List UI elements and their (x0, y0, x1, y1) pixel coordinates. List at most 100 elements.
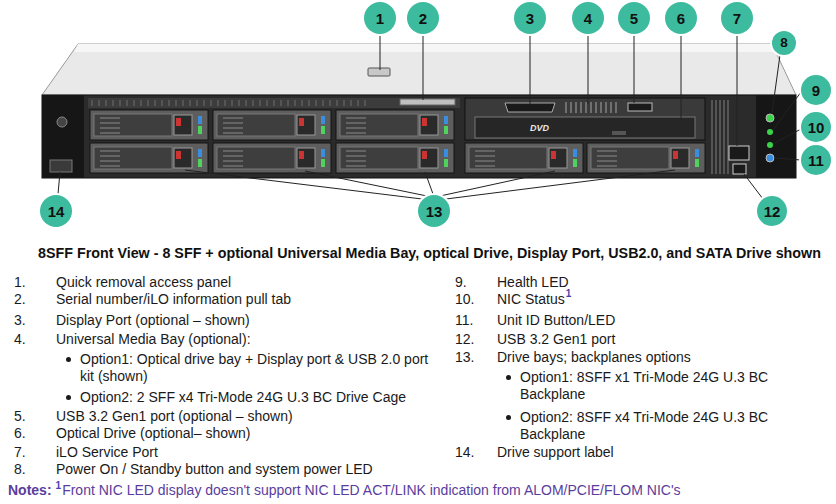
drive-vent (223, 123, 243, 124)
item-number: 8. (14, 461, 26, 478)
vent-slot (175, 100, 177, 106)
chassis-top (42, 44, 796, 95)
callout-circle: 13 (418, 195, 450, 227)
drive-latch (176, 118, 181, 126)
vent-slot (723, 100, 725, 174)
drive-vent (346, 133, 366, 134)
vent-strip (88, 98, 460, 108)
item-text: NIC Status (497, 291, 565, 308)
drive-led (321, 159, 325, 167)
drive-led (321, 116, 325, 124)
callout-number: 11 (808, 153, 824, 168)
vent-slot (182, 100, 184, 106)
vent-slot (565, 102, 567, 113)
callout-number: 7 (733, 11, 741, 26)
usb-port-front (733, 164, 746, 174)
vent-slot (350, 100, 352, 106)
vent-slot (280, 100, 282, 106)
drive-vent (346, 123, 366, 124)
drive-vent (346, 151, 366, 152)
callout-number: 12 (764, 204, 781, 219)
footnote-mark: 1 (566, 288, 572, 299)
drive-led (198, 149, 202, 157)
vent-slot (266, 100, 268, 106)
option-text: Option2: 8SFF x4 Tri-Mode 24G U.3 BC Bac… (520, 409, 790, 443)
item-number: 13. (455, 349, 474, 366)
callout-circle: 7 (721, 2, 753, 34)
vent-slot (336, 100, 338, 106)
vent-slot (364, 100, 366, 106)
ilo-port (729, 146, 749, 160)
drive-vent (597, 161, 617, 162)
drive (336, 143, 454, 173)
vent-slot (133, 100, 135, 106)
pull-tab (400, 99, 455, 105)
vent-slot (294, 100, 296, 106)
callout-number: 1 (376, 11, 384, 26)
drive-carrier (591, 147, 669, 169)
drive-latch (299, 151, 304, 159)
chassis-front (42, 95, 796, 178)
item-text: Health LED (497, 274, 569, 291)
drive-vent (597, 156, 617, 157)
item-number: 6. (14, 425, 26, 442)
drive (213, 143, 331, 173)
drive-vent (346, 161, 366, 162)
drive-carrier (340, 114, 418, 136)
callout-number: 6 (677, 11, 685, 26)
drive-handle (297, 115, 315, 135)
vent-slot (580, 102, 582, 113)
drive-vent (223, 156, 243, 157)
vent-slot (161, 100, 163, 106)
vent-slot (217, 100, 219, 106)
vent-slot (719, 100, 721, 174)
drive-vent (100, 161, 120, 162)
callout-circle: 5 (618, 2, 650, 34)
drive-support-label (50, 160, 72, 172)
drive-vent (100, 133, 120, 134)
drive-carrier (340, 147, 418, 169)
drive (213, 110, 331, 140)
vent-slot (273, 100, 275, 106)
display-port (505, 103, 555, 112)
vent-slot (147, 100, 149, 106)
drive-led (573, 149, 577, 157)
drive-vent (223, 128, 243, 129)
drive-vent (597, 151, 617, 152)
drive-logo: DVD (530, 123, 549, 133)
vent-slot (119, 100, 121, 106)
drive-vent (223, 118, 243, 119)
power-led (766, 114, 774, 122)
drive-carrier (94, 147, 172, 169)
drive (465, 143, 583, 173)
vent-slot (715, 100, 717, 174)
uid-button (766, 154, 774, 162)
access-panel-latch (368, 68, 390, 76)
drive-vent (475, 166, 495, 167)
item-number: 1. (14, 274, 26, 291)
drive (587, 143, 705, 173)
drive (90, 110, 208, 140)
item-text: iLO Service Port (56, 444, 158, 461)
drive-led (573, 159, 577, 167)
bullet-dot (66, 395, 71, 400)
drive-vent (346, 156, 366, 157)
drive-carrier (217, 147, 295, 169)
drive-led (198, 159, 202, 167)
vent-slot (605, 102, 607, 113)
vent-slot (154, 100, 156, 106)
callout-number: 9 (812, 83, 820, 98)
item-text: USB 3.2 Gen1 port (optional – shown) (56, 408, 293, 425)
vent-slot (357, 100, 359, 106)
drive-vent (100, 118, 120, 119)
drive-vent (475, 151, 495, 152)
drive-handle (420, 148, 438, 168)
vent-slot (224, 100, 226, 106)
callout-circle: 9 (801, 75, 831, 105)
vent-slot (590, 102, 592, 113)
callout-number: 4 (584, 11, 592, 26)
item-number: 12. (455, 331, 474, 348)
callout-circle: 8 (772, 31, 796, 55)
drive-vent (223, 166, 243, 167)
vent-slot (203, 100, 205, 106)
